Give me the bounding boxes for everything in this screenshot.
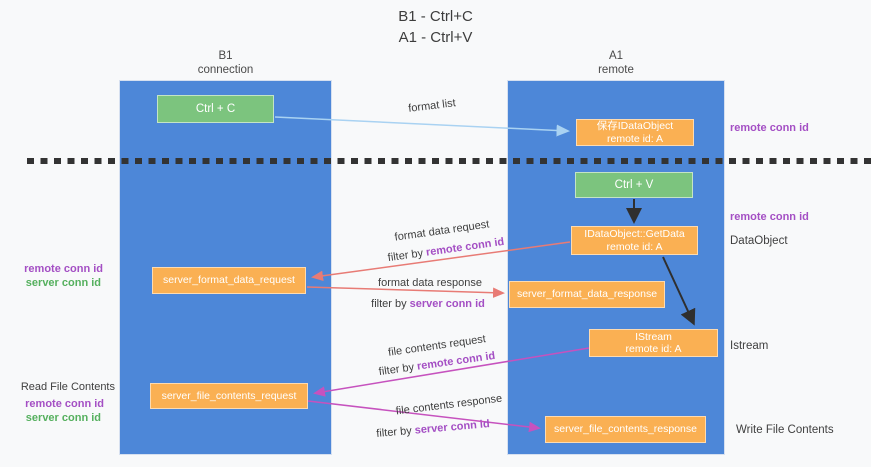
format-data-response-filter-label: filter by server conn id xyxy=(371,298,485,310)
server-file-contents-response-label: server_file_contents_response xyxy=(553,423,697,436)
getdata-line1: IDataObject::GetData xyxy=(584,228,685,240)
left-remote-conn-id-bottom-label: remote conn id xyxy=(25,398,104,410)
file-contents-response-arrow-label: file contents response xyxy=(395,392,503,418)
server-conn-id-text-2: server conn id xyxy=(409,298,485,310)
filter-by-text-3: filter by xyxy=(378,360,418,379)
istream-side-label: Istream xyxy=(730,340,769,352)
server-file-contents-request-label: server_file_contents_request xyxy=(161,389,297,402)
istream-line1: IStream xyxy=(635,330,672,343)
left-column-header: B1 connection xyxy=(119,50,332,77)
server-file-contents-request-node: server_file_contents_request xyxy=(150,383,308,409)
istream-node: IStream remote id: A xyxy=(589,329,718,357)
server-conn-id-text-4: server conn id xyxy=(414,418,491,437)
remote-conn-id-text-1: remote conn id xyxy=(425,235,505,259)
save-idataobject-node: 保存IDataObject remote id: A xyxy=(576,119,694,146)
server-format-data-response-label: server_format_data_response xyxy=(516,288,658,301)
read-file-contents-label: Read File Contents xyxy=(20,381,115,393)
right-column-subtitle: remote xyxy=(598,63,634,76)
format-list-arrow-label: format list xyxy=(407,97,457,115)
write-file-contents-label: Write File Contents xyxy=(736,424,834,436)
ctrl-v-node: Ctrl + V xyxy=(575,172,693,198)
filter-by-text-2: filter by xyxy=(371,298,410,310)
ctrl-c-node: Ctrl + C xyxy=(157,95,274,123)
diagram-title: B1 - Ctrl+C A1 - Ctrl+V xyxy=(0,6,871,48)
filter-by-text-1: filter by xyxy=(387,246,427,265)
save-idataobject-line2: remote id: A xyxy=(606,132,664,145)
file-contents-response-filter-label: filter by server conn id xyxy=(376,418,490,440)
server-file-contents-response-node: server_file_contents_response xyxy=(545,416,706,443)
istream-line2: remote id: A xyxy=(625,343,682,355)
left-server-conn-id-bottom-label: server conn id xyxy=(25,412,101,424)
server-format-data-request-node: server_format_data_request xyxy=(152,267,306,294)
right-column-name: A1 xyxy=(608,50,624,62)
left-column-name: B1 xyxy=(218,50,233,62)
title-line-1: B1 - Ctrl+C xyxy=(398,8,473,25)
title-line-2: A1 - Ctrl+V xyxy=(398,29,473,46)
save-idataobject-line1: 保存IDataObject xyxy=(596,120,674,132)
left-column-subtitle: connection xyxy=(197,63,254,76)
ctrl-v-label: Ctrl + V xyxy=(614,178,654,191)
remote-conn-id-text-3: remote conn id xyxy=(416,349,496,373)
getdata-node: IDataObject::GetData remote id: A xyxy=(571,226,698,255)
right-remote-conn-id-mid-label: remote conn id xyxy=(730,211,809,223)
filter-by-text-4: filter by xyxy=(375,424,416,440)
server-format-data-request-label: server_format_data_request xyxy=(163,274,295,287)
server-format-data-response-node: server_format_data_response xyxy=(509,281,665,308)
ctrl-c-label: Ctrl + C xyxy=(195,102,236,115)
right-remote-conn-id-top-label: remote conn id xyxy=(730,122,809,134)
dataobject-label: DataObject xyxy=(730,235,788,247)
left-remote-conn-id-top-label: remote conn id xyxy=(24,263,103,275)
right-column-header: A1 remote xyxy=(507,50,725,77)
left-server-conn-id-top-label: server conn id xyxy=(25,277,101,289)
format-data-response-arrow-label: format data response xyxy=(378,277,482,289)
getdata-line2: remote id: A xyxy=(606,240,663,253)
